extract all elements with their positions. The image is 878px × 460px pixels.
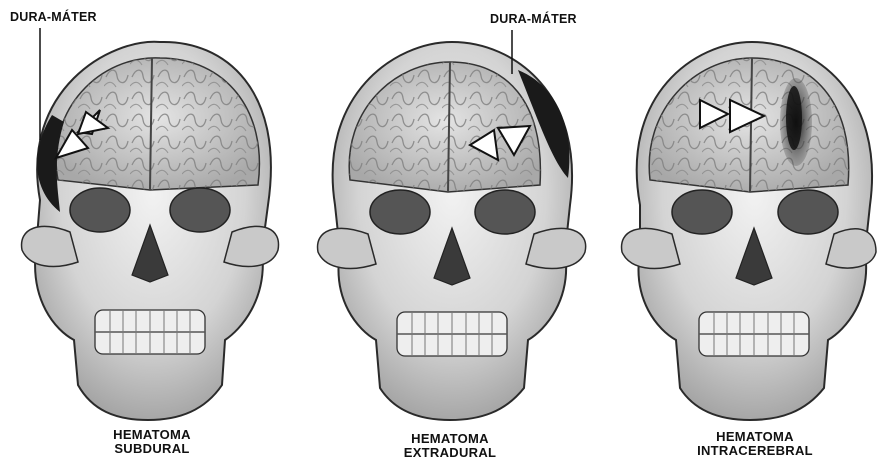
eye-socket-left: [370, 190, 430, 234]
dura-mater-label-subdural: DURA-MÁTER: [10, 10, 97, 24]
panel-extradural: [318, 30, 586, 420]
teeth: [699, 312, 809, 356]
eye-socket-right: [170, 188, 230, 232]
eye-socket-left: [70, 188, 130, 232]
teeth: [95, 310, 205, 354]
caption-subdural-line2: SUBDURAL: [62, 442, 242, 456]
caption-intracerebral-line2: INTRACEREBRAL: [665, 444, 845, 458]
caption-extradural-line2: EXTRADURAL: [360, 446, 540, 460]
caption-intracerebral-line1: HEMATOMA: [665, 430, 845, 444]
teeth: [397, 312, 507, 356]
caption-extradural: HEMATOMA EXTRADURAL: [360, 432, 540, 460]
panel-intracerebral: [622, 42, 876, 420]
eye-socket-right: [778, 190, 838, 234]
skull-intracerebral: [622, 42, 876, 420]
caption-subdural: HEMATOMA SUBDURAL: [62, 428, 242, 456]
eye-socket-left: [672, 190, 732, 234]
caption-subdural-line1: HEMATOMA: [62, 428, 242, 442]
caption-intracerebral: HEMATOMA INTRACEREBRAL: [665, 430, 845, 458]
panel-subdural: [22, 28, 279, 420]
dura-mater-label-extradural: DURA-MÁTER: [490, 12, 577, 26]
caption-extradural-line1: HEMATOMA: [360, 432, 540, 446]
eye-socket-right: [475, 190, 535, 234]
